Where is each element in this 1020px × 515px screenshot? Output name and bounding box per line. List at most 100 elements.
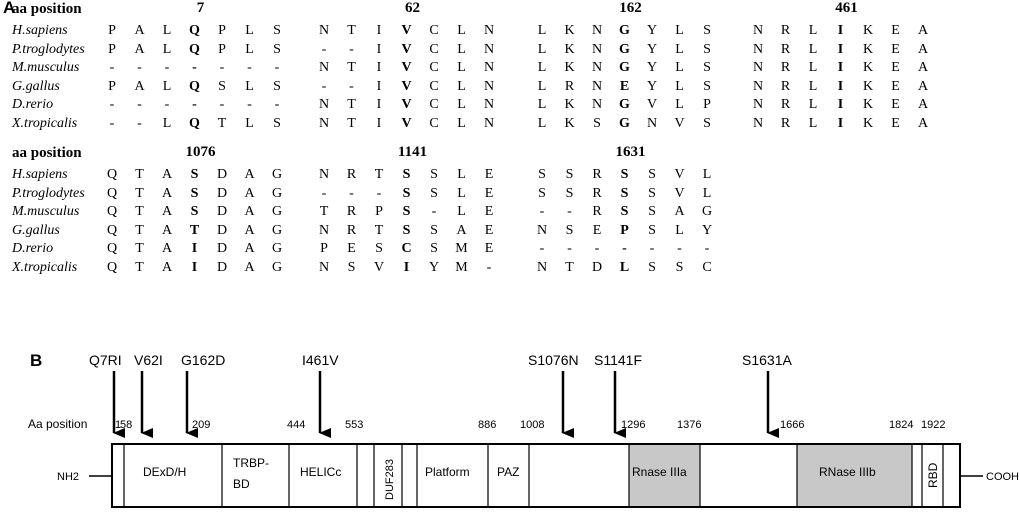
residue: L	[808, 97, 818, 113]
residue: S	[402, 204, 411, 220]
residue: E	[592, 222, 602, 238]
mutation-label-i461v: I461V	[302, 352, 339, 368]
residue: Q	[106, 260, 118, 275]
species-name: H.sapiens	[12, 167, 68, 182]
residue: T	[135, 185, 144, 201]
pos-number-1376: 1376	[677, 419, 702, 431]
residue: L	[457, 185, 466, 201]
residue: P	[703, 97, 711, 113]
pos-number-1296: 1296	[621, 419, 646, 431]
residue: L	[675, 97, 684, 113]
residue: A	[134, 23, 145, 38]
residue: S	[675, 260, 684, 275]
domain-dexdh-label: DExD/H	[143, 465, 186, 479]
residue: V	[674, 185, 685, 201]
residue: N	[483, 23, 495, 38]
residue: K	[564, 60, 575, 76]
residue: R	[780, 97, 791, 113]
residue: S	[648, 167, 656, 182]
residue: -	[594, 241, 600, 257]
domain-rnase-iiib-fill	[797, 444, 912, 507]
residue: Q	[189, 23, 200, 38]
residue: I	[837, 23, 844, 38]
residue: -	[137, 60, 142, 76]
species-name: G.gallus	[12, 78, 60, 94]
residue: L	[245, 116, 254, 131]
residue: I	[376, 97, 382, 113]
residue: N	[591, 97, 603, 113]
residue: A	[161, 167, 173, 182]
residue: T	[135, 167, 144, 182]
residue: N	[752, 78, 764, 94]
residue: -	[274, 60, 280, 76]
species-name: D.rerio	[12, 241, 54, 257]
residue: A	[456, 222, 467, 238]
residue: L	[245, 41, 254, 57]
residue: A	[244, 167, 255, 182]
position-number: 1076	[185, 144, 216, 160]
residue: I	[376, 78, 382, 94]
residue: N	[483, 41, 495, 57]
species-name: M.musculus	[12, 60, 80, 76]
residue: D	[216, 185, 228, 201]
residue: S	[218, 78, 226, 94]
residue: T	[374, 222, 384, 238]
residue: I	[837, 60, 844, 76]
residue: I	[191, 241, 198, 257]
residue: C	[429, 97, 439, 113]
residue: S	[430, 167, 438, 182]
residue: S	[273, 41, 281, 57]
mutation-label-q7ri: Q7RI	[89, 352, 122, 368]
residue: R	[780, 23, 791, 38]
residue: V	[401, 60, 412, 76]
residue: -	[219, 60, 225, 76]
species-name: X.tropicalis	[12, 116, 78, 131]
residue: L	[457, 116, 466, 131]
residue: N	[318, 60, 330, 76]
residue: N	[591, 78, 603, 94]
residue: S	[565, 167, 574, 182]
residue: S	[620, 167, 629, 182]
domain-duf283-label: DUF283	[384, 459, 396, 500]
residue: G	[619, 116, 630, 131]
residue: A	[244, 260, 255, 275]
residue: A	[161, 260, 173, 275]
residue: S	[190, 167, 199, 182]
residue: -	[376, 185, 382, 201]
residue: G	[701, 204, 713, 220]
species-name: H.sapiens	[12, 23, 68, 38]
residue: R	[346, 222, 357, 238]
residue: R	[592, 204, 602, 220]
residue: C	[702, 260, 712, 275]
residue: L	[537, 78, 547, 94]
species-name: M.musculus	[12, 204, 80, 220]
residue: G	[619, 60, 630, 76]
residue: A	[244, 204, 255, 220]
residue: E	[891, 78, 900, 94]
residue: G	[271, 185, 283, 201]
residue: G	[271, 222, 283, 238]
species-name: P.troglodytes	[12, 185, 85, 201]
residue: -	[109, 60, 115, 76]
position-number: 162	[619, 0, 642, 16]
residue: S	[430, 241, 438, 257]
protein-bar	[111, 443, 961, 508]
cterm-label: COOH	[986, 471, 1019, 483]
residue: V	[674, 116, 685, 131]
residue: Y	[701, 222, 713, 238]
domain-rnase-iiia-fill	[629, 444, 700, 507]
residue: -	[164, 60, 170, 76]
residue: S	[648, 185, 656, 201]
residue: C	[429, 60, 439, 76]
residue: K	[862, 60, 874, 76]
domain-rnase-iiia-label: Rnase IIIa	[632, 465, 687, 479]
residue: N	[318, 167, 330, 182]
residue: A	[917, 41, 929, 57]
residue: L	[537, 60, 547, 76]
residue: Y	[646, 23, 658, 38]
residue: T	[347, 60, 356, 76]
residue: N	[752, 41, 764, 57]
species-name: P.troglodytes	[12, 41, 85, 57]
residue: K	[862, 78, 874, 94]
